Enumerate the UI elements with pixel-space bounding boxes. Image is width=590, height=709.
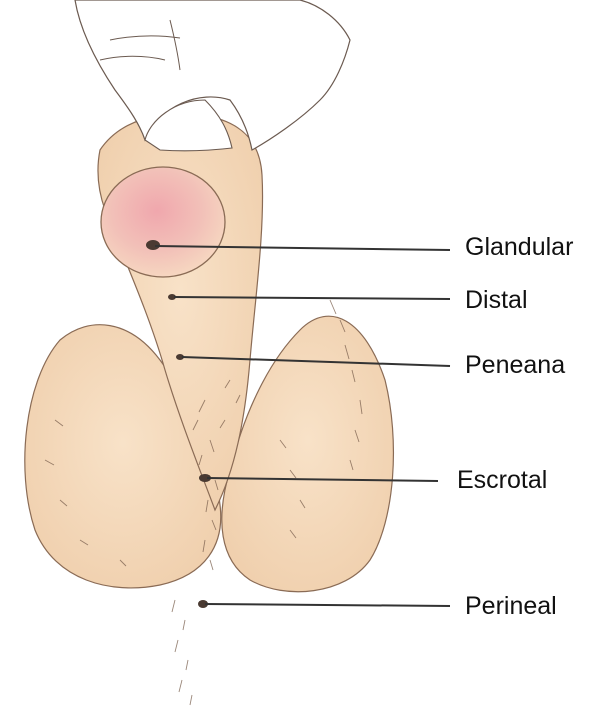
- glans: [101, 167, 225, 277]
- label-distal: Distal: [465, 288, 528, 313]
- label-escrotal: Escrotal: [457, 468, 547, 493]
- label-perineal: Perineal: [465, 594, 557, 619]
- label-peneana: Peneana: [465, 353, 565, 378]
- label-glandular: Glandular: [465, 235, 573, 260]
